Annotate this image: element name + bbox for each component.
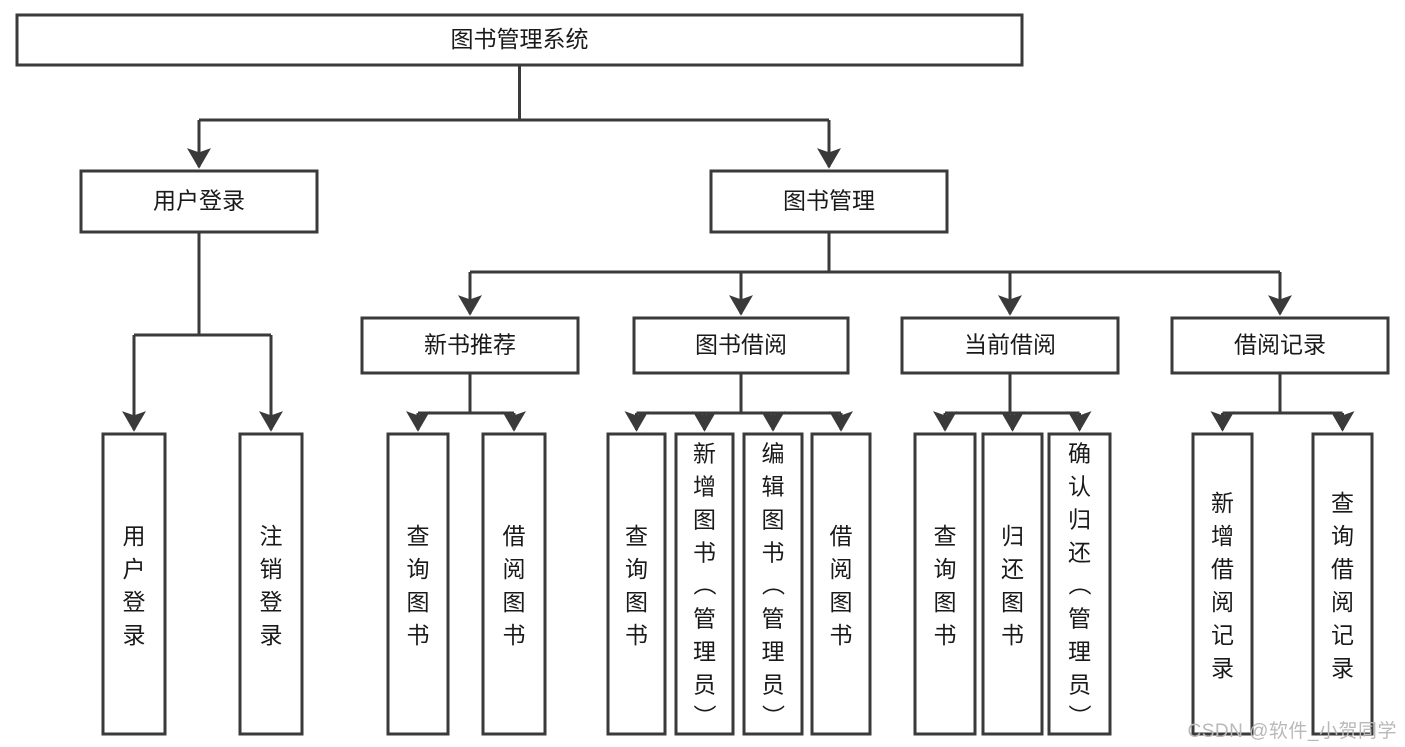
- node-leaf-add-book-label: 新增图书（管理员）: [693, 441, 717, 731]
- node-leaf-return-book[interactable]: 归还图书: [981, 432, 1044, 736]
- node-borrow-record[interactable]: 借阅记录: [1170, 316, 1390, 375]
- node-user-login-label: 用户登录: [153, 188, 245, 214]
- node-leaf-add-book[interactable]: 新增图书（管理员）: [674, 432, 735, 736]
- node-leaf-confirm-return-label: 确认归还（管理员）: [1068, 441, 1092, 731]
- node-user-login[interactable]: 用户登录: [79, 169, 319, 234]
- node-leaf-logout[interactable]: 注销登录: [238, 432, 304, 736]
- node-leaf-edit-book-label: 编辑图书（管理员）: [762, 441, 786, 731]
- node-leaf-borrow-book-1-label: 借阅图书: [503, 523, 526, 648]
- node-borrow-record-label: 借阅记录: [1234, 332, 1326, 358]
- node-leaf-borrow-book-1[interactable]: 借阅图书: [481, 432, 547, 736]
- node-leaf-query-book-3-label: 查询图书: [934, 523, 957, 648]
- node-leaf-add-record-label: 新增借阅记录: [1211, 490, 1234, 681]
- node-leaf-logout-label: 注销登录: [260, 523, 283, 648]
- node-root[interactable]: 图书管理系统: [15, 13, 1024, 67]
- node-book-manage[interactable]: 图书管理: [709, 169, 949, 234]
- node-leaf-query-book-2-label: 查询图书: [625, 523, 648, 648]
- node-book-borrow[interactable]: 图书借阅: [632, 316, 850, 375]
- node-leaf-confirm-return[interactable]: 确认归还（管理员）: [1047, 432, 1112, 736]
- node-leaf-query-record-label: 查询借阅记录: [1331, 490, 1354, 681]
- node-leaf-user-login[interactable]: 用户登录: [101, 432, 167, 736]
- node-current-borrow-label: 当前借阅: [964, 332, 1056, 358]
- node-leaf-user-login-label: 用户登录: [123, 523, 146, 648]
- node-book-manage-label: 图书管理: [783, 188, 875, 214]
- node-book-borrow-label: 图书借阅: [695, 332, 787, 358]
- node-leaf-edit-book[interactable]: 编辑图书（管理员）: [742, 432, 804, 736]
- node-new-book-rec[interactable]: 新书推荐: [360, 316, 580, 375]
- node-leaf-query-book-1[interactable]: 查询图书: [386, 432, 450, 736]
- node-leaf-borrow-book-2-label: 借阅图书: [830, 523, 853, 648]
- node-current-borrow[interactable]: 当前借阅: [900, 316, 1120, 375]
- node-leaf-query-book-1-label: 查询图书: [407, 523, 430, 648]
- node-leaf-query-book-3[interactable]: 查询图书: [913, 432, 977, 736]
- node-leaf-return-book-label: 归还图书: [1001, 523, 1024, 648]
- node-leaf-add-record[interactable]: 新增借阅记录: [1191, 432, 1254, 736]
- edge-layer: [122, 65, 1355, 432]
- node-root-label: 图书管理系统: [451, 26, 589, 52]
- node-new-book-rec-label: 新书推荐: [424, 332, 516, 358]
- node-leaf-borrow-book-2[interactable]: 借阅图书: [810, 432, 872, 736]
- node-leaf-query-book-2[interactable]: 查询图书: [606, 432, 667, 736]
- node-leaf-query-record[interactable]: 查询借阅记录: [1311, 432, 1374, 736]
- node-layer: 图书管理系统用户登录图书管理新书推荐图书借阅当前借阅借阅记录用户登录注销登录查询…: [15, 13, 1390, 736]
